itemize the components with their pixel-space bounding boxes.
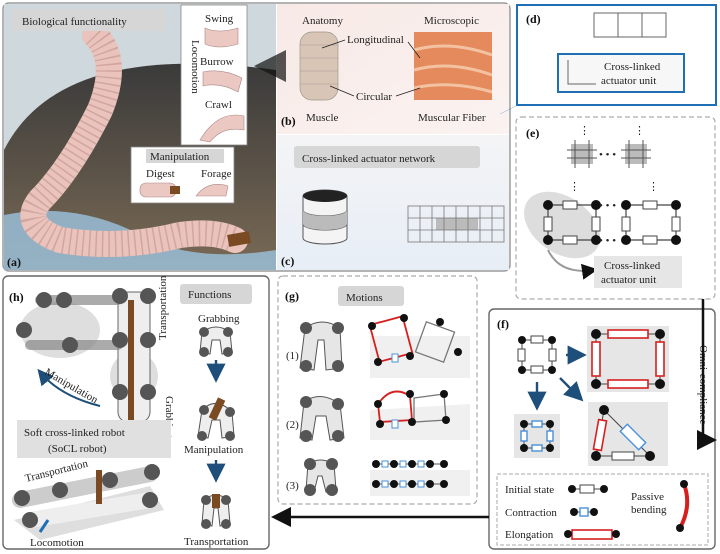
motion-2-robot-icon	[299, 396, 345, 442]
panel-h-letter: (h)	[9, 290, 24, 304]
panel-d: (d) Cross-linked actuator unit	[499, 4, 717, 115]
legend-elongation: Elongation	[505, 529, 554, 541]
svg-text:• • •: • • •	[599, 200, 616, 212]
flat-grid-network-icon	[407, 205, 505, 243]
robot-name-line1: Soft cross-linked robot	[24, 427, 125, 439]
functions-title: Functions	[188, 289, 231, 301]
unit-pointer-arrow	[547, 249, 598, 280]
muscle-illustration	[299, 31, 339, 101]
panel-b-letter: (b)	[281, 114, 296, 128]
panel-f: (f) Omni-compliance	[488, 308, 716, 550]
circular-label: Circular	[356, 91, 392, 103]
panel-a-title: Biological functionality	[22, 16, 127, 28]
svg-text:• • •: • • •	[599, 235, 616, 247]
label-locomotion: Locomotion	[30, 537, 84, 549]
anatomy-label: Anatomy	[302, 15, 343, 27]
motion-row-2: (2)	[286, 419, 299, 431]
grabbing-robot-icon	[199, 326, 233, 357]
panel-e: (e) • • • ⋮ ⋮ • • • • • • ⋮	[515, 116, 716, 300]
longitudinal-label: Longitudinal	[347, 34, 404, 46]
locomotion-swing: Swing	[205, 13, 234, 25]
label-transportation-top: Transportation	[157, 275, 169, 340]
panel-c-letter: (c)	[281, 254, 294, 268]
contraction-network-icon	[514, 414, 560, 458]
panel-a-letter: (a)	[7, 255, 21, 269]
locomotion-crawl: Crawl	[205, 99, 232, 111]
initial-network-icon	[517, 335, 557, 374]
motion-3-network-icon	[370, 460, 470, 496]
svg-text:⋮: ⋮	[648, 181, 659, 193]
locomotion-label: Locomotion	[189, 40, 201, 94]
network-grid-top: • • • ⋮ ⋮	[567, 125, 651, 168]
manipulation-forage: Forage	[201, 168, 232, 180]
manipulation-curved-arrow	[37, 368, 101, 407]
panel-e-unit-line1: Cross-linked	[604, 260, 661, 272]
panel-d-unit-line2: actuator unit	[601, 75, 656, 87]
microscopic-label: Microscopic	[424, 15, 479, 27]
panel-e-letter: (e)	[526, 126, 539, 140]
panel-h: (h) Transportation Grabbing Manipulation…	[2, 275, 270, 550]
panel-g: (g) Motions (1) (2) (3)	[277, 275, 478, 505]
svg-text:⋮: ⋮	[569, 181, 580, 193]
legend-initial: Initial state	[505, 484, 554, 496]
function-step-grabbing: Grabbing	[198, 313, 240, 325]
motion-1-network-icon	[368, 314, 470, 378]
cylinder-network-icon	[302, 189, 348, 245]
arrow-e-to-f	[697, 299, 717, 450]
fiber-caption: Muscular Fiber	[418, 112, 486, 124]
soft-robot-top-illustration	[16, 288, 158, 423]
panel-d-unit-line1: Cross-linked	[604, 61, 661, 73]
panel-a: Biological functionality (a) Locomotion …	[4, 4, 276, 270]
motion-2-network-icon	[370, 390, 470, 440]
transporting-robot-icon	[201, 494, 231, 529]
svg-text:⋮: ⋮	[579, 125, 590, 137]
network-grid-bottom: • • • • • • ⋮ ⋮	[524, 181, 681, 259]
panel-g-letter: (g)	[285, 289, 299, 303]
arrow-to-bending	[559, 377, 584, 402]
panel-b: Anatomy Microscopic Longitudinal Circula…	[254, 4, 509, 134]
motion-1-robot-icon	[299, 321, 344, 372]
panel-d-letter: (d)	[526, 12, 541, 26]
panel-c-title: Cross-linked actuator network	[302, 153, 436, 165]
muscle-caption: Muscle	[306, 112, 339, 124]
soft-robot-bottom-illustration	[12, 464, 164, 540]
motion-row-3: (3)	[286, 480, 299, 492]
panel-g-title: Motions	[346, 292, 383, 304]
function-step-manipulation: Manipulation	[184, 444, 244, 456]
manipulation-label: Manipulation	[150, 151, 210, 163]
legend-contraction: Contraction	[505, 507, 557, 519]
svg-text:• • •: • • •	[599, 149, 616, 161]
bending-network-icon	[588, 402, 668, 466]
panel-e-unit-line2: actuator unit	[601, 274, 656, 286]
motion-row-1: (1)	[286, 350, 299, 362]
manipulating-robot-icon	[197, 397, 235, 441]
legend-passive-line1: Passive	[631, 491, 664, 503]
panel-f-letter: (f)	[497, 317, 509, 331]
manipulation-digest: Digest	[146, 168, 175, 180]
twig-icon	[227, 231, 251, 247]
function-step-transportation: Transportation	[184, 536, 249, 548]
locomotion-burrow: Burrow	[200, 56, 234, 68]
elongation-network-icon	[587, 326, 669, 392]
svg-text:⋮: ⋮	[634, 125, 645, 137]
motion-3-robot-icon	[304, 458, 338, 496]
legend-passive-line2: bending	[631, 504, 667, 516]
panel-c: Cross-linked actuator network (c)	[277, 135, 509, 270]
legend: Initial state Contraction Elongation Pas…	[496, 473, 709, 546]
robot-name-line2: (SoCL robot)	[48, 443, 107, 455]
